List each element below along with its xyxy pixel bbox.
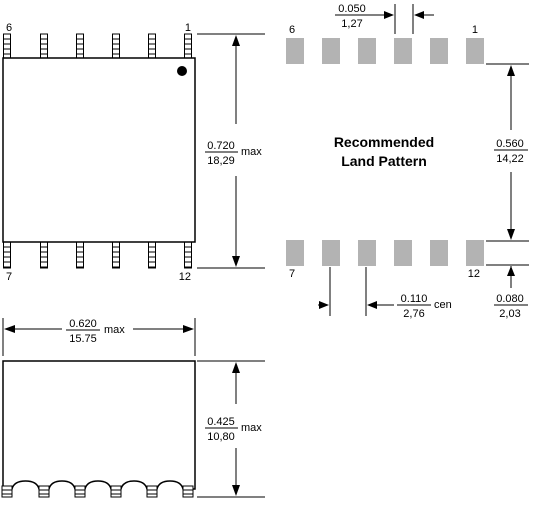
pad-length-mm: 2,03 [499, 308, 520, 320]
pad-width-arrow-left [384, 11, 394, 19]
land-pad-upper [358, 38, 376, 64]
side-width-suffix: max [104, 324, 125, 336]
land-pattern: 6 1 7 12 Recommended Land Pattern 0.050 … [286, 3, 529, 320]
top-pin-upper [40, 33, 48, 59]
row-spacing-mm: 14,22 [496, 153, 524, 165]
side-pin [74, 485, 86, 498]
top-pin-lower [148, 241, 156, 269]
pad-width-inch: 0.050 [338, 3, 366, 15]
pad-label-12: 12 [468, 268, 480, 280]
side-width-mm: 15.75 [69, 333, 97, 345]
pitch-inch: 0.110 [401, 293, 428, 305]
pitch-suffix: cen [434, 299, 452, 311]
pitch-arrow-left [319, 301, 329, 309]
land-pattern-title-1: Recommended [334, 134, 434, 150]
side-width-arrow-right [183, 325, 194, 333]
land-pad-lower [286, 240, 304, 266]
pitch-mm: 2,76 [403, 308, 424, 320]
side-pin [146, 485, 158, 498]
top-pins-upper [3, 33, 192, 59]
top-pin-lower [112, 241, 120, 269]
side-pin [38, 485, 50, 498]
top-pin-upper [3, 33, 11, 59]
land-pad-lower [466, 240, 484, 266]
side-pins [1, 485, 194, 498]
package-body-side [2, 360, 196, 490]
land-pad-upper [430, 38, 448, 64]
side-height-suffix: max [241, 422, 262, 434]
top-pin-upper [76, 33, 84, 59]
land-pattern-title-2: Land Pattern [341, 153, 427, 169]
land-pad-upper [322, 38, 340, 64]
top-pin-upper [184, 33, 192, 59]
pad-label-1: 1 [472, 24, 478, 36]
side-width-inch: 0.620 [69, 318, 97, 330]
land-pad-upper [394, 38, 412, 64]
height-mm: 18,29 [207, 155, 235, 167]
side-height-arrow-down [232, 485, 240, 496]
pad-width-arrow-right [414, 11, 424, 19]
row-spacing-inch: 0.560 [496, 138, 524, 150]
arrow-down [232, 256, 240, 267]
row-arrow-up [507, 65, 515, 76]
row-arrow-down [507, 229, 515, 240]
side-pin [1, 485, 13, 498]
pad-length-inch: 0.080 [496, 293, 524, 305]
top-pin-upper [112, 33, 120, 59]
side-height-arrow-up [232, 362, 240, 373]
land-pad-lower [358, 240, 376, 266]
pad-label-7: 7 [289, 268, 295, 280]
pad-length-arrow [507, 266, 515, 276]
land-pad-upper [466, 38, 484, 64]
land-pad-lower [430, 240, 448, 266]
side-view: 0.620 15.75 max 0.425 10,80 max [1, 318, 265, 498]
pin-label-1: 1 [185, 22, 191, 34]
pad-width-mm: 1,27 [341, 18, 362, 30]
height-suffix: max [241, 146, 262, 158]
side-pin [110, 485, 122, 498]
top-pin-lower [76, 241, 84, 269]
package-body-top [2, 57, 196, 243]
side-pin [182, 485, 194, 498]
side-height-mm: 10,80 [207, 431, 235, 443]
side-width-arrow-left [4, 325, 15, 333]
top-pin-upper [148, 33, 156, 59]
top-pin-lower [3, 241, 11, 269]
land-pad-lower [394, 240, 412, 266]
pad-label-6: 6 [289, 24, 295, 36]
top-pins-lower [3, 241, 192, 269]
top-pin-lower [40, 241, 48, 269]
pitch-arrow-right [367, 301, 377, 309]
pin1-marker-dot [177, 66, 187, 76]
arrow-up [232, 35, 240, 46]
pads-upper [286, 38, 484, 64]
pin-label-7: 7 [6, 271, 12, 283]
top-pin-lower [184, 241, 192, 269]
land-pad-lower [322, 240, 340, 266]
side-height-inch: 0.425 [207, 416, 235, 428]
pads-lower [286, 240, 484, 266]
pin-label-6: 6 [6, 22, 12, 34]
pin-label-12: 12 [179, 271, 191, 283]
height-inch: 0.720 [207, 140, 235, 152]
top-view: 6 1 7 12 0.720 18,29 max [2, 22, 265, 283]
land-pad-upper [286, 38, 304, 64]
